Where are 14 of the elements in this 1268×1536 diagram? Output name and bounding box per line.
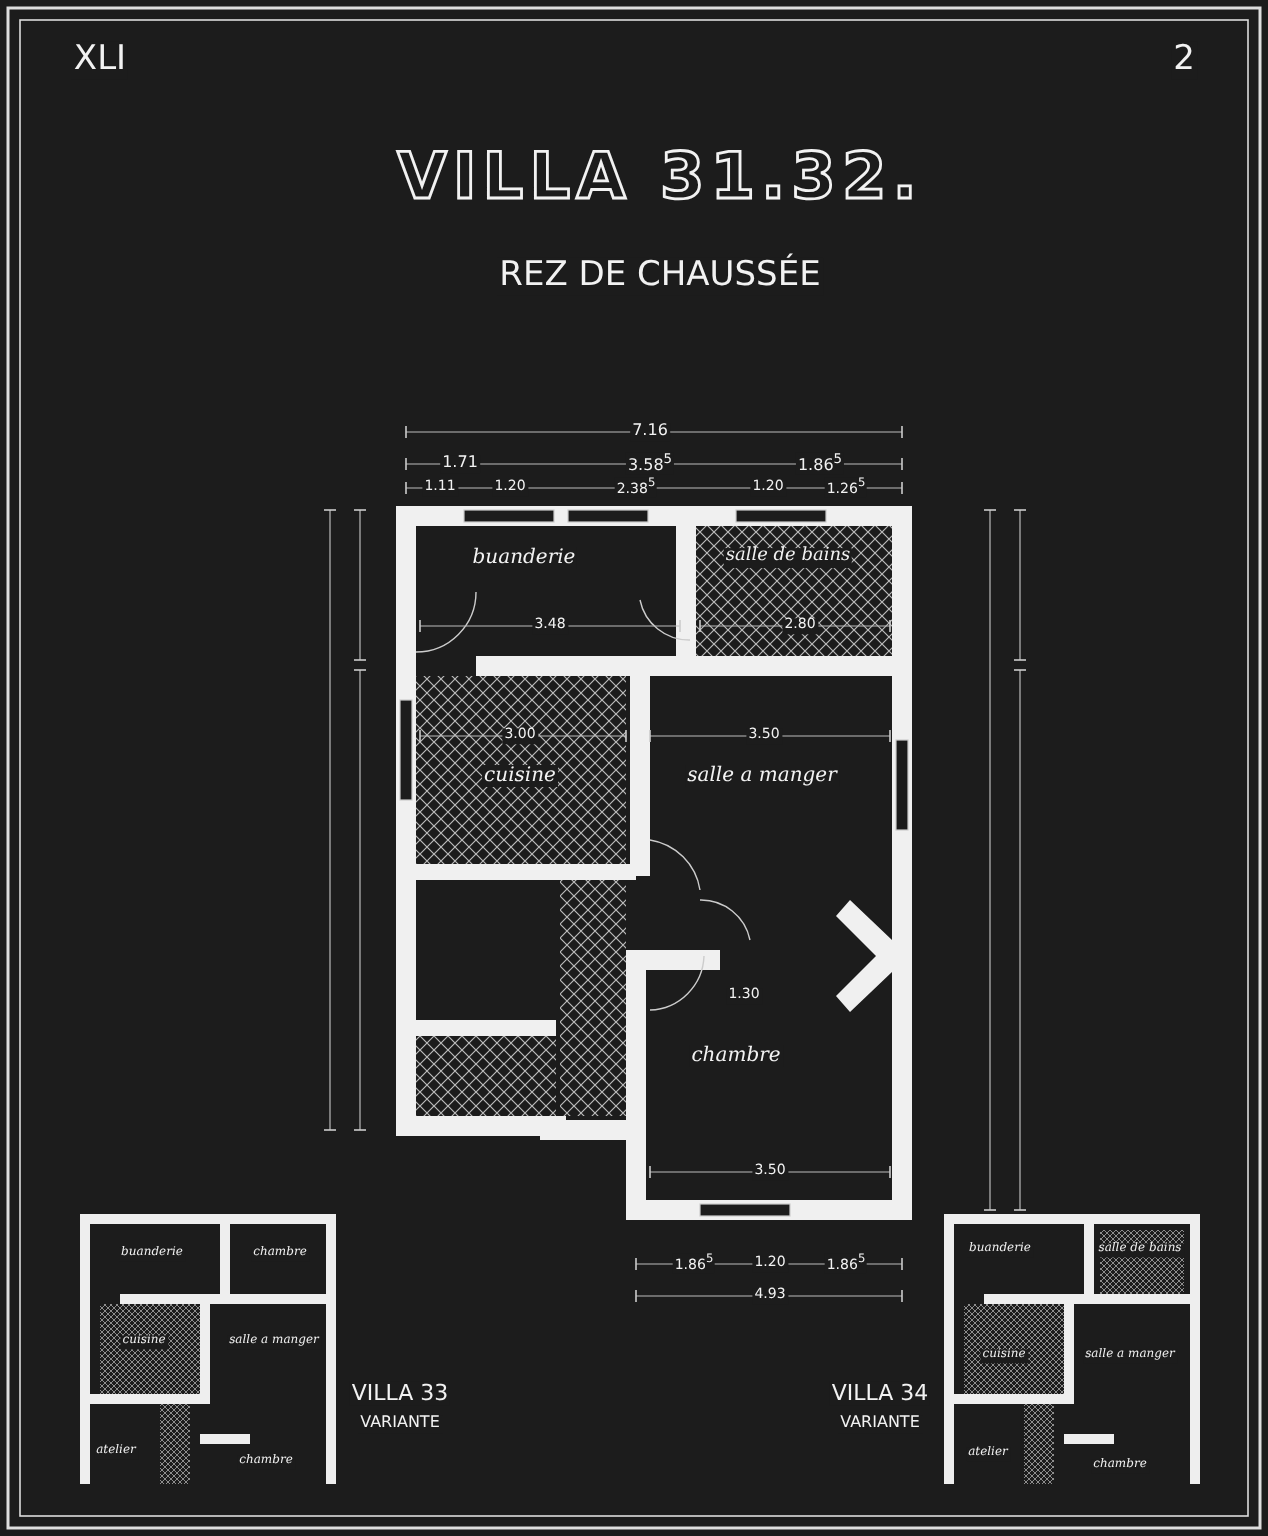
room-label: cuisine [482,765,558,787]
room-label: salle a manger [685,765,839,787]
dimension-text: 7.16 [630,423,670,441]
room-label: chambre [689,1045,783,1067]
room-label: buanderie [470,547,578,569]
variant-subtitle: VARIANTE [838,1415,922,1433]
title: VILLA 31.32. [397,138,923,214]
dimension-text: 1.86$^{5}$ [795,452,845,476]
variant-title: VILLA 34 [829,1381,931,1407]
dimension-text: 1.71 [440,455,480,473]
variant-title: VILLA 33 [349,1381,451,1407]
variant-subtitle: VARIANTE [358,1415,442,1433]
dimension-text: 3.58$^{5}$ [625,452,675,476]
room-label: salle de bains [723,548,853,568]
